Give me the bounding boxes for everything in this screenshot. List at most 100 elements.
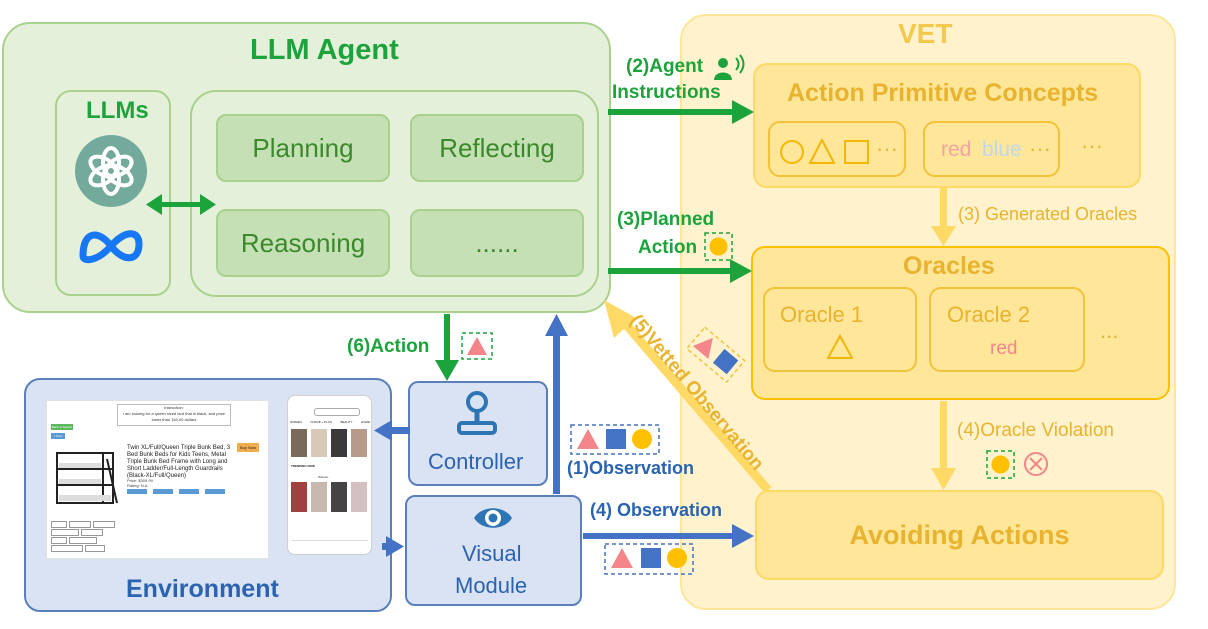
observation-4-label: (4) Observation [590,500,723,520]
option-button[interactable] [179,489,199,494]
visual-module-label-line1: Visual [462,541,522,566]
size-options-grid [51,521,119,555]
prev-button[interactable]: < Prev [51,433,65,439]
agent-instructions-arrow [608,100,754,124]
phone-trending-label: TRENDING NOW [291,464,315,468]
yellow-circle-icon [667,548,687,568]
oracles-title: Oracles [903,252,995,280]
oracle-violation-arrow [931,401,956,490]
product-price: Price: $309.99 [127,478,153,483]
llm-module-double-arrow [146,194,216,215]
observation-1-label: (1)Observation [567,458,695,478]
shape-concepts [780,137,869,164]
agent-instructions-label-1: (2)Agent [626,56,704,77]
product-rating: Rating: N.A. [127,483,149,488]
shape-concepts-more: ··· [876,136,898,161]
controller-label: Controller [428,449,524,474]
llm-agent-title: LLM Agent [250,34,399,66]
observation-4-dashed-box [604,543,694,575]
vet-title: VET [898,18,953,49]
option-button[interactable] [205,489,225,494]
observation-1-arrow [545,314,568,494]
color-concepts-more: ··· [1029,136,1051,161]
shape-concepts-box [768,121,906,177]
phone-section-label: Women [318,475,329,479]
environment-title: Environment [126,575,279,603]
eye-icon [472,503,514,533]
apc-more: ··· [1081,133,1103,158]
option-button[interactable] [127,489,147,494]
agent-instructions-label-2: Instructions [612,82,721,103]
action-arrow [435,314,459,381]
avoiding-actions-box: Avoiding Actions [755,490,1164,580]
phone-bottom-nav[interactable] [292,540,368,549]
module-more: ...... [410,209,584,277]
generated-oracles-arrow [931,188,956,246]
instruction-text: i am looking for a queen sized bed that … [123,411,225,422]
phone-tab[interactable]: WOMEN [290,420,302,424]
module-planning: Planning [216,114,390,182]
red-triangle-icon [467,337,487,355]
phone-search-bar[interactable] [314,408,360,416]
phone-tab[interactable]: BEAUTY [340,420,353,424]
action-label: (6)Action [347,336,430,357]
planned-action-label-2: Action [638,237,698,258]
product-title: Twin XL/Full/Queen Triple Bunk Bed, 3 Be… [127,445,231,479]
phone-tab[interactable]: HOME [360,420,370,424]
violation-cross-icon [1024,452,1048,476]
circle-outline-icon [780,140,804,164]
yellow-circle-icon [991,455,1010,474]
llm-modules-box [190,90,599,297]
oracle-2-value: red [990,338,1018,359]
red-triangle-icon [611,548,633,568]
planned-action-dashed-box [704,232,733,261]
observation-4-arrow [583,524,754,548]
module-reflecting: Reflecting [410,114,584,182]
phone-product-images [291,482,370,514]
openai-logo-icon [75,135,147,207]
action-dashed-box [461,332,493,360]
joystick-icon [455,391,499,437]
phone-tab[interactable]: CURVE + PLUS [310,420,333,424]
blue-square-icon [641,548,661,568]
vetted-observation-arrow [604,300,772,493]
square-outline-icon [844,140,869,164]
oracles-more: ... [1100,318,1119,343]
meta-logo-icon [75,216,147,276]
red-triangle-icon [577,429,599,449]
oracle-2-box [929,287,1085,372]
oracle-1-label: Oracle 1 [780,302,864,327]
visual-module-label-line2: Module [455,573,528,598]
back-to-search-button[interactable]: Back to Search [51,424,73,430]
controller-to-environment-arrow [374,420,410,441]
color-concepts-box [923,121,1060,177]
phone-screenshot: WOMEN CURVE + PLUS BEAUTY HOME TRENDING … [287,395,372,555]
concept-red: red [941,138,972,161]
agent-speaking-icon [714,54,745,80]
triangle-outline-icon [808,137,836,164]
generated-oracles-label: (3) Generated Oracles [958,204,1138,224]
instruction-box: Instruction: i am looking for a queen si… [117,404,231,426]
llms-label: LLMs [86,97,149,124]
option-button[interactable] [153,489,173,494]
llms-box [55,90,171,296]
planned-action-arrow [608,259,752,283]
blue-square-icon [606,429,626,449]
oracle-violation-label: (4)Oracle Violation [957,420,1115,441]
yellow-circle-icon [632,429,652,449]
observation-1-dashed-box [570,424,660,455]
oracle-2-label: Oracle 2 [947,302,1031,327]
environment-to-visual-arrow [382,536,404,557]
vetted-observation-shapes [685,326,746,384]
planned-action-label-1: (3)Planned [617,209,715,230]
phone-category-images [291,429,370,461]
buy-now-button[interactable]: Buy Now [237,443,259,452]
module-reasoning: Reasoning [216,209,390,277]
violation-dashed-box [986,450,1015,479]
bunk-bed-image [53,447,121,509]
oracle-1-triangle-icon [826,333,854,359]
instruction-title: Instruction: [164,405,184,410]
phone-tab-row: WOMEN CURVE + PLUS BEAUTY HOME [290,420,370,424]
webshop-screenshot: Instruction: i am looking for a queen si… [46,400,269,559]
